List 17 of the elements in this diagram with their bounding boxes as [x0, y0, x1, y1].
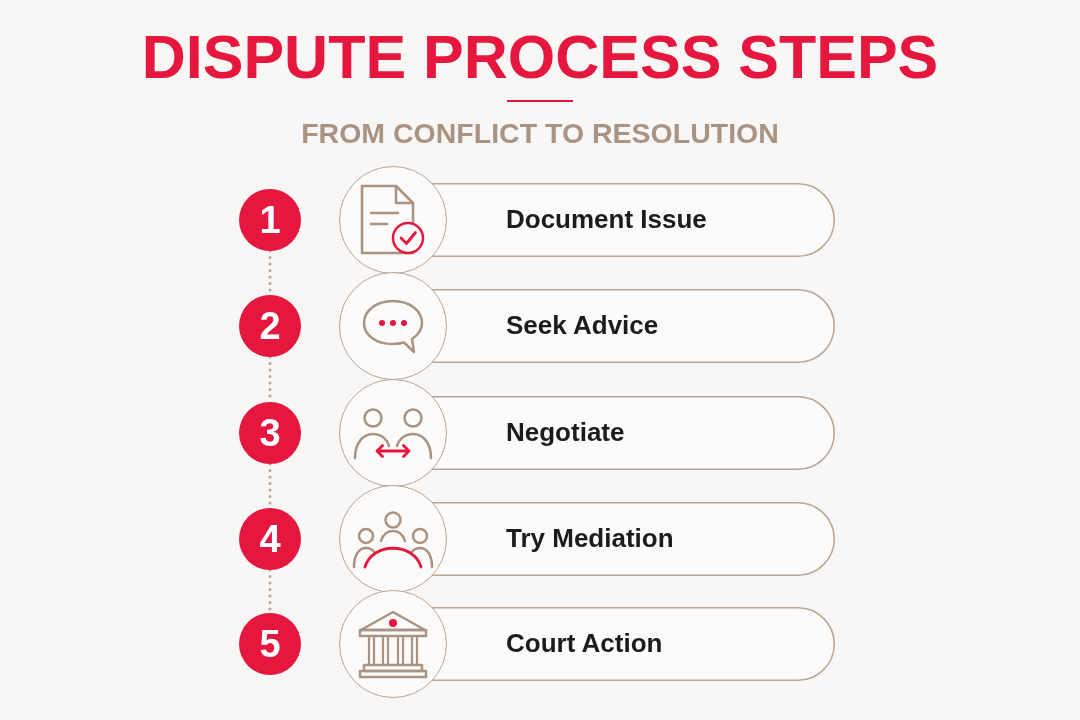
- step-label: Court Action: [506, 629, 663, 659]
- step-pill: [432, 289, 835, 363]
- step-number-badge: 4: [239, 508, 301, 570]
- step-number-badge: 2: [239, 295, 301, 357]
- step-number-badge: 3: [239, 402, 301, 464]
- step-label: Negotiate: [506, 418, 625, 448]
- step-number-badge: 1: [239, 189, 301, 251]
- step-pill: [432, 502, 835, 576]
- title: DISPUTE PROCESS STEPS: [141, 27, 939, 88]
- step-pill: [432, 183, 835, 257]
- step-label: Try Mediation: [506, 524, 674, 554]
- step-number-badge: 5: [239, 613, 301, 675]
- step-label: Document Issue: [506, 205, 707, 235]
- step-pill: [432, 607, 835, 681]
- subtitle: FROM CONFLICT TO RESOLUTION: [301, 119, 779, 148]
- step-pill: [432, 396, 835, 470]
- step-label: Seek Advice: [506, 311, 659, 341]
